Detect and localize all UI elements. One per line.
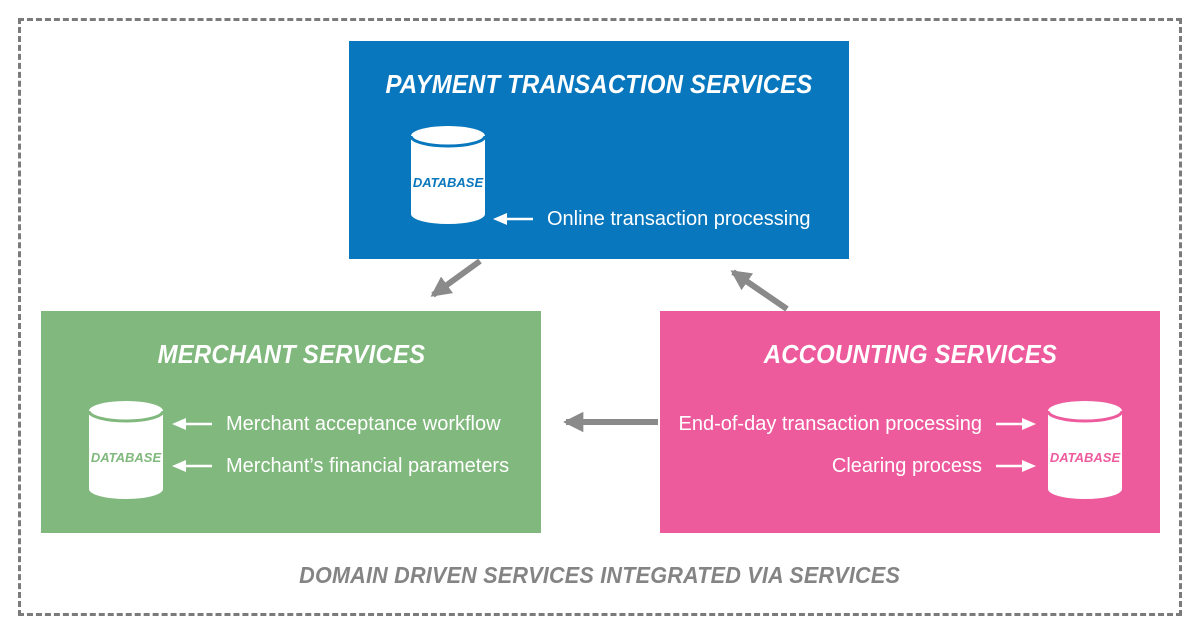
- merchant-feature-text: Merchant’s financial parameters: [226, 454, 510, 477]
- accounting-feature-row: End-of-day transaction processing: [678, 410, 1036, 438]
- accounting-feature-text: End-of-day transaction processing: [678, 412, 983, 435]
- left-arrow-icon: [172, 460, 212, 472]
- merchant-feature-row: Merchant acceptance workflow: [172, 410, 501, 438]
- accounting-box-title: ACCOUNTING SERVICES: [763, 339, 1057, 369]
- payment-feature-row: Online transaction processing: [493, 205, 810, 233]
- right-arrow-icon: [996, 418, 1036, 430]
- database-label: DATABASE: [91, 450, 162, 465]
- arrow-accounting-to-payment: [730, 269, 789, 312]
- accounting-feature-text: Clearing process: [831, 454, 982, 477]
- merchant-box-title: MERCHANT SERVICES: [157, 339, 425, 369]
- accounting-feature-row: Clearing process: [680, 452, 1036, 480]
- right-arrow-icon: [996, 460, 1036, 472]
- payment-transaction-services-box: PAYMENT TRANSACTION SERVICES DATABASE On…: [349, 41, 849, 259]
- arrow-payment-to-merchant: [430, 258, 482, 298]
- payment-box-title: PAYMENT TRANSACTION SERVICES: [385, 69, 813, 99]
- database-cylinder-icon: DATABASE: [409, 126, 487, 224]
- merchant-feature-row: Merchant’s financial parameters: [172, 452, 509, 480]
- database-cylinder-icon: DATABASE: [1046, 401, 1124, 499]
- left-arrow-icon: [493, 213, 533, 225]
- merchant-services-box: MERCHANT SERVICES DATABASE Merchant acce…: [41, 311, 541, 533]
- database-cylinder-icon: DATABASE: [87, 401, 165, 499]
- accounting-services-box: ACCOUNTING SERVICES End-of-day transacti…: [660, 311, 1160, 533]
- database-label: DATABASE: [413, 175, 484, 190]
- left-arrow-icon: [172, 418, 212, 430]
- database-label: DATABASE: [1050, 450, 1121, 465]
- payment-feature-text: Online transaction processing: [547, 207, 811, 230]
- diagram-caption: DOMAIN DRIVEN SERVICES INTEGRATED VIA SE…: [299, 562, 901, 588]
- merchant-feature-text: Merchant acceptance workflow: [226, 412, 501, 435]
